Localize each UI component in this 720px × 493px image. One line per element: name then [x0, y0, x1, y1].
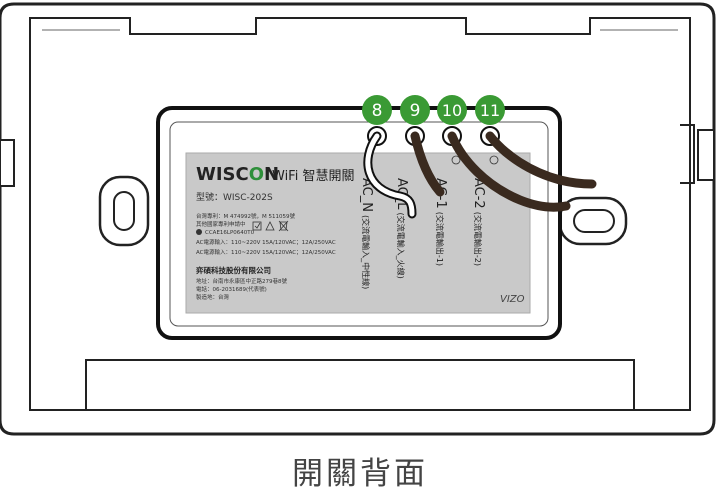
cert-code: CCAE16LP0640T0	[205, 230, 255, 236]
terminal-code-8: AC_N	[359, 178, 374, 212]
left-slot	[0, 139, 15, 187]
bulb-icon-10	[451, 155, 461, 165]
manufacture-origin: 製造地：台灣	[196, 293, 230, 301]
terminal-number-8: 8	[372, 101, 383, 121]
brand-post: N	[264, 164, 279, 185]
right-mount-hole	[573, 209, 615, 233]
terminal-desc-10: (交流電輸出-1)	[435, 212, 445, 266]
bulb-icon-11	[489, 155, 499, 165]
wire-line	[410, 131, 445, 197]
bottom-recess	[85, 359, 635, 411]
product-name: WiFi 智慧開關	[272, 168, 354, 184]
right-slot	[697, 129, 715, 181]
rating-line-2: AC電源輸入：110~220V 15A/120VAC；12A/250VAC	[196, 248, 336, 256]
patent-line-2: 其他國家專利申請中	[196, 220, 246, 228]
company-phone: 電話：06-2031689(代表號)	[196, 285, 267, 293]
patent-line-1: 台灣專利：M 474992號，M 511059號	[196, 212, 295, 220]
brand-pre: WISC	[196, 164, 249, 185]
terminal-label-11: AC-2 (交流電輸出-2)	[471, 178, 486, 266]
left-mount-hole	[113, 191, 135, 231]
wire-out-2	[485, 131, 597, 189]
terminal-desc-8: (交流電輸入_中性線)	[361, 215, 371, 289]
wire-neutral-core	[365, 133, 415, 217]
terminal-number-9: 9	[410, 101, 421, 121]
cert-icon	[196, 229, 202, 235]
right-notch	[680, 124, 695, 184]
bin-icon	[278, 220, 289, 232]
terminal-badge-9: 9	[400, 95, 430, 125]
terminal-badge-11: 11	[475, 95, 505, 125]
checkbox-icon	[252, 221, 262, 231]
caption-switch-back: 開關背面	[292, 456, 428, 492]
terminal-badge-10: 10	[437, 95, 467, 125]
company-name: 弈碩科技股份有限公司	[196, 265, 271, 275]
check-mark-icon	[254, 222, 261, 229]
inner-frame	[29, 17, 691, 411]
rating-line-1: AC電源輸入：110~220V 15A/120VAC；12A/250VAC	[196, 238, 336, 246]
terminal-badge-8: 8	[362, 95, 392, 125]
terminal-number-11: 11	[480, 101, 500, 120]
terminal-number-10: 10	[442, 101, 462, 120]
terminal-label-8: AC_N (交流電輸入_中性線)	[359, 178, 374, 289]
company-address: 地址：台南市永康區中正路279巷8號	[196, 277, 287, 285]
vizo-logo: VIZO	[500, 294, 525, 305]
brand-o: O	[249, 164, 264, 185]
brand-logo: WISCON	[196, 164, 279, 185]
terminal-desc-11: (交流電輸出-2)	[473, 212, 483, 266]
wire-out-1	[447, 131, 571, 212]
product-label	[185, 152, 531, 314]
model-number: 型號：WISC-202S	[196, 191, 273, 203]
terminal-desc-9: (交流電輸入_火線)	[396, 212, 406, 278]
terminal-code-11: AC-2	[471, 178, 486, 209]
recycle-icon	[265, 221, 275, 231]
outer-plate	[0, 2, 716, 436]
